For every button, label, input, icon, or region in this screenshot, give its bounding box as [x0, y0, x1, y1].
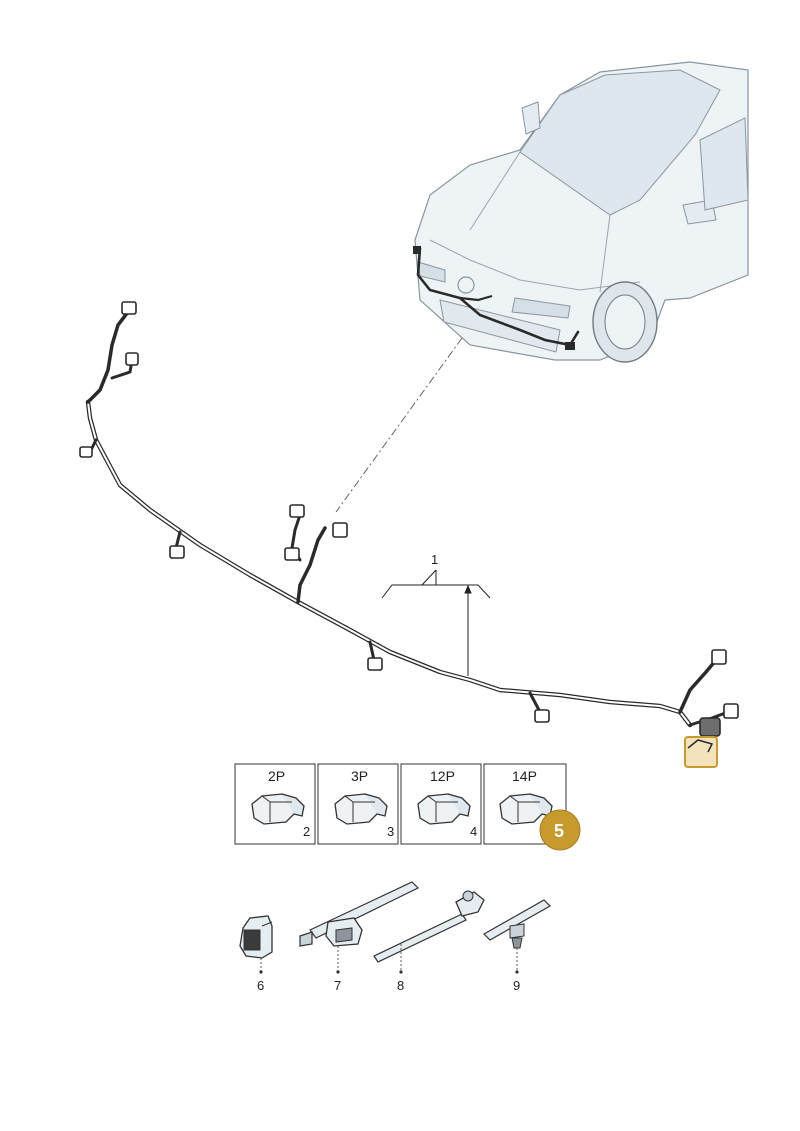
wiring-harness — [85, 310, 730, 728]
connector-box-12p-number: 4 — [470, 824, 477, 839]
callout-8-label: 8 — [397, 978, 404, 993]
callout-1-label: 1 — [431, 552, 438, 567]
callout-1-bracket — [381, 569, 491, 676]
clip-part-6 — [239, 915, 273, 974]
connector-box-2p-number: 2 — [303, 824, 310, 839]
connector-box-3p-number: 3 — [387, 824, 394, 839]
callout-5-badge-label: 5 — [554, 821, 564, 841]
connector-12p-icon — [417, 793, 471, 825]
car-illustration — [413, 61, 749, 363]
callout-6-label: 6 — [257, 978, 264, 993]
connector-box-14p-pins: 14P — [512, 768, 537, 784]
holder-part-9 — [483, 899, 551, 974]
connector-box-12p-pins: 12P — [430, 768, 455, 784]
connector-14p-icon — [499, 793, 553, 825]
connector-3p-icon — [334, 793, 388, 825]
connector-box-2p-pins: 2P — [268, 768, 285, 784]
connector-2p-icon — [251, 793, 305, 825]
cable-tie-part-8 — [373, 890, 485, 974]
tie-clip-part-7 — [299, 881, 420, 974]
connector-boxes: 2P 2 3P 3 12P 4 14P — [234, 763, 567, 845]
callout-7-label: 7 — [334, 978, 341, 993]
harness-connectors — [79, 301, 739, 737]
callout-5-badge[interactable] — [539, 809, 581, 851]
leader-line — [335, 337, 463, 513]
callout-9-label: 9 — [513, 978, 520, 993]
connector-box-3p-pins: 3P — [351, 768, 368, 784]
